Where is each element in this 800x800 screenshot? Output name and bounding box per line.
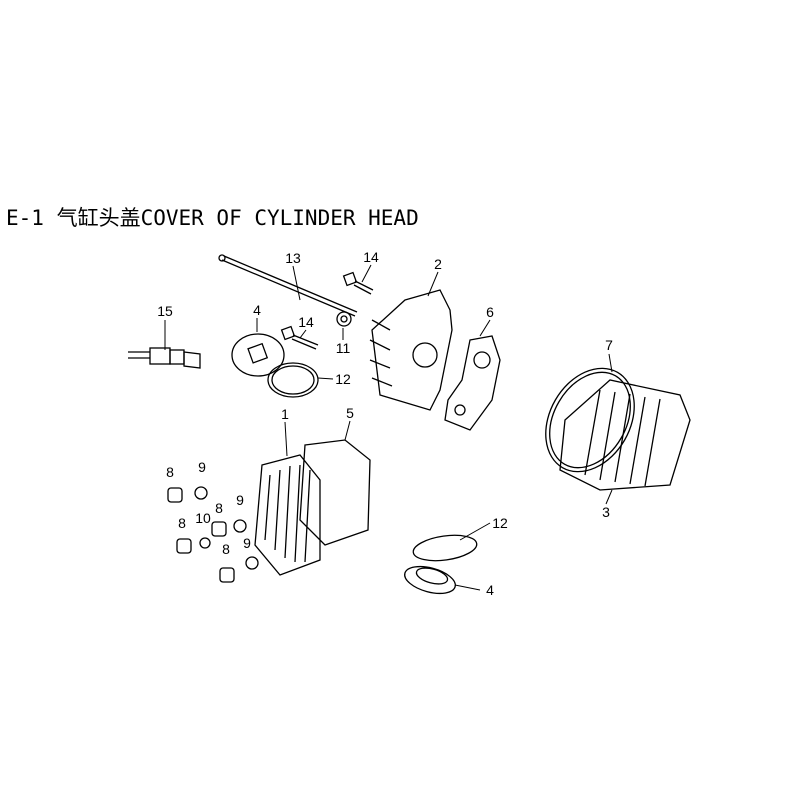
part-12-o-ring-lower bbox=[412, 534, 478, 562]
part-7-gasket bbox=[545, 367, 635, 473]
callout-8-d: 8 bbox=[222, 541, 230, 557]
leader-lines bbox=[164, 264, 613, 591]
callout-4-b: 4 bbox=[486, 582, 494, 598]
part-14-bolt-2 bbox=[280, 325, 319, 350]
callout-8-b: 8 bbox=[215, 500, 223, 516]
callout-9-b: 9 bbox=[236, 492, 244, 508]
callout-15: 15 bbox=[157, 303, 173, 319]
part-13-stud-bolt bbox=[218, 254, 358, 317]
callout-14: 14 bbox=[363, 249, 379, 265]
callout-13: 13 bbox=[285, 250, 301, 266]
callout-9: 9 bbox=[198, 459, 206, 475]
part-11-washer bbox=[336, 311, 352, 327]
part-15-spark-plug bbox=[128, 347, 201, 369]
callout-6: 6 bbox=[486, 304, 494, 320]
diagram-title: E-1 气缸头盖COVER OF CYLINDER HEAD bbox=[6, 206, 419, 230]
callout-12: 12 bbox=[335, 371, 351, 387]
callout-1: 1 bbox=[281, 406, 289, 422]
part-4-cap bbox=[231, 333, 285, 377]
callout-14-b: 14 bbox=[298, 314, 314, 330]
part-4-cap-lower bbox=[404, 565, 456, 595]
part-2-cylinder-head bbox=[369, 289, 453, 411]
callout-3: 3 bbox=[602, 504, 610, 520]
callout-9-c: 9 bbox=[243, 535, 251, 551]
callout-8-c: 8 bbox=[178, 515, 186, 531]
callout-10: 10 bbox=[195, 510, 211, 526]
callout-4: 4 bbox=[253, 302, 261, 318]
callout-8: 8 bbox=[166, 464, 174, 480]
part-5-gasket bbox=[299, 439, 371, 546]
callout-12-b: 12 bbox=[492, 515, 508, 531]
part-12-o-ring bbox=[267, 362, 319, 398]
part-1-cylinder-head-cover bbox=[254, 454, 321, 576]
callout-5: 5 bbox=[346, 405, 354, 421]
part-3-cylinder bbox=[559, 379, 691, 491]
part-14-bolt bbox=[342, 271, 374, 295]
callout-7: 7 bbox=[605, 337, 613, 353]
fasteners-8-9-10 bbox=[167, 486, 259, 583]
callout-11: 11 bbox=[335, 340, 351, 356]
callout-2: 2 bbox=[434, 256, 442, 272]
part-6-gasket bbox=[444, 335, 501, 431]
